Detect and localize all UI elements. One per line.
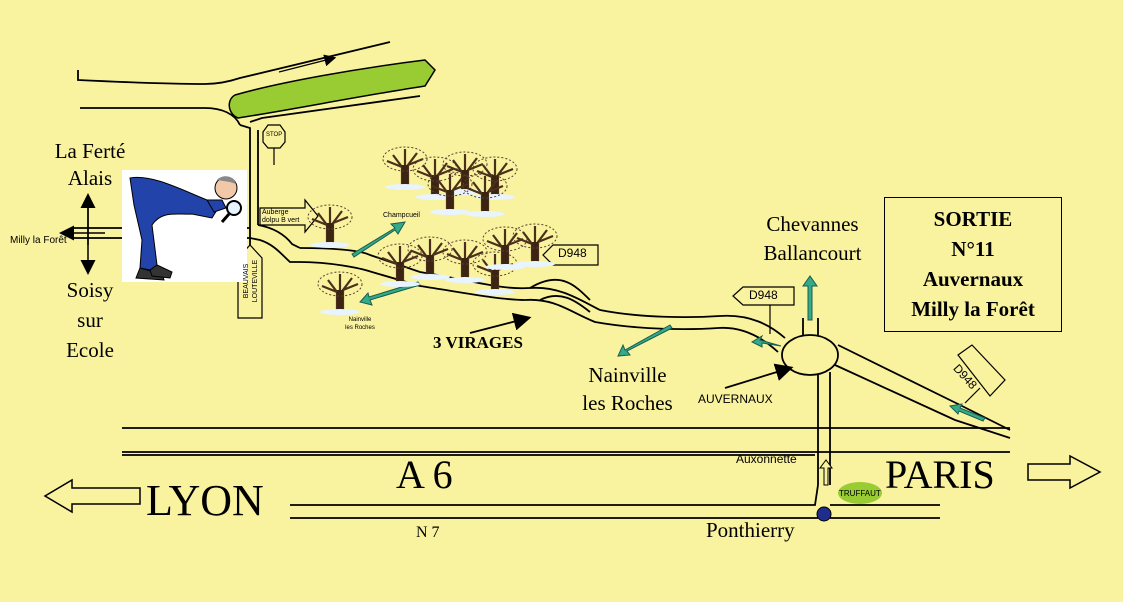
- auberge-label: Auberge dolpu B vert: [262, 209, 300, 224]
- beauvais-label: BEAUVAIS LOUTEVILLE: [243, 259, 259, 303]
- exit-line-1: SORTIE: [933, 207, 1013, 231]
- auberge-sign-icon: [259, 198, 319, 234]
- arrow-to-paris-icon: [1027, 454, 1102, 490]
- annotation-arrows: [469, 312, 794, 389]
- exit-info-box: SORTIE N°11 Auvernaux Milly la Forêt: [884, 197, 1062, 332]
- label-la-ferte-alais: La Ferté Alais: [54, 139, 126, 190]
- label-lyon: LYON: [146, 476, 264, 525]
- tree-group-west: [306, 203, 364, 317]
- a6-motorway: [122, 427, 1010, 456]
- arrow-to-lyon-icon: [43, 478, 141, 514]
- d948-label-west: D948: [558, 246, 587, 260]
- tree-group-north: [381, 145, 519, 219]
- label-milly-west: Milly la Forêt: [10, 235, 67, 246]
- north-south-road: [239, 124, 259, 280]
- label-n7: N 7: [416, 524, 440, 541]
- person-with-magnifier-icon: [122, 170, 247, 282]
- direction-cross-icon: [59, 193, 105, 275]
- truffaut-marker-icon: [838, 482, 882, 504]
- d948-sign-middle: [732, 286, 795, 306]
- top-road: [77, 41, 421, 126]
- label-a6: A 6: [396, 452, 453, 497]
- d948-label-middle: D948: [749, 288, 778, 302]
- n7-road: [290, 484, 940, 519]
- champcueil-label: Champcueil: [383, 212, 420, 219]
- auxonnette-label: Auxonnette: [736, 452, 797, 466]
- park-area: [228, 59, 436, 119]
- ponthierry-label: Ponthierry: [706, 518, 795, 542]
- stop-sign-icon: [262, 124, 286, 165]
- truffaut-label: TRUFFAUT: [839, 489, 881, 498]
- label-soisy-sur-ecole: Soisy sur Ecole: [66, 278, 114, 362]
- tree-group-center: [376, 222, 559, 297]
- exit-line-4: Milly la Forêt: [911, 297, 1035, 321]
- nainville-small-label: Nainville les Roches: [345, 317, 375, 331]
- d948-sign-east: [957, 344, 1006, 397]
- winding-road: [299, 247, 786, 353]
- label-paris: PARIS: [885, 452, 995, 497]
- exit-line-2: N°11: [951, 237, 995, 261]
- label-three-bends: 3 VIRAGES: [433, 333, 523, 352]
- exit-line-3: Auvernaux: [922, 267, 1024, 291]
- label-chevannes-ballancourt: Chevannes Ballancourt: [763, 212, 862, 265]
- label-nainville-les-roches: Nainville les Roches: [582, 363, 673, 415]
- auvernaux-label: AUVERNAUX: [698, 392, 773, 406]
- d948-sign-west: [542, 244, 599, 266]
- stop-sign-label: STOP: [266, 132, 283, 138]
- ponthierry-junction-icon: [816, 506, 832, 522]
- direction-arrow-icon: [351, 221, 986, 486]
